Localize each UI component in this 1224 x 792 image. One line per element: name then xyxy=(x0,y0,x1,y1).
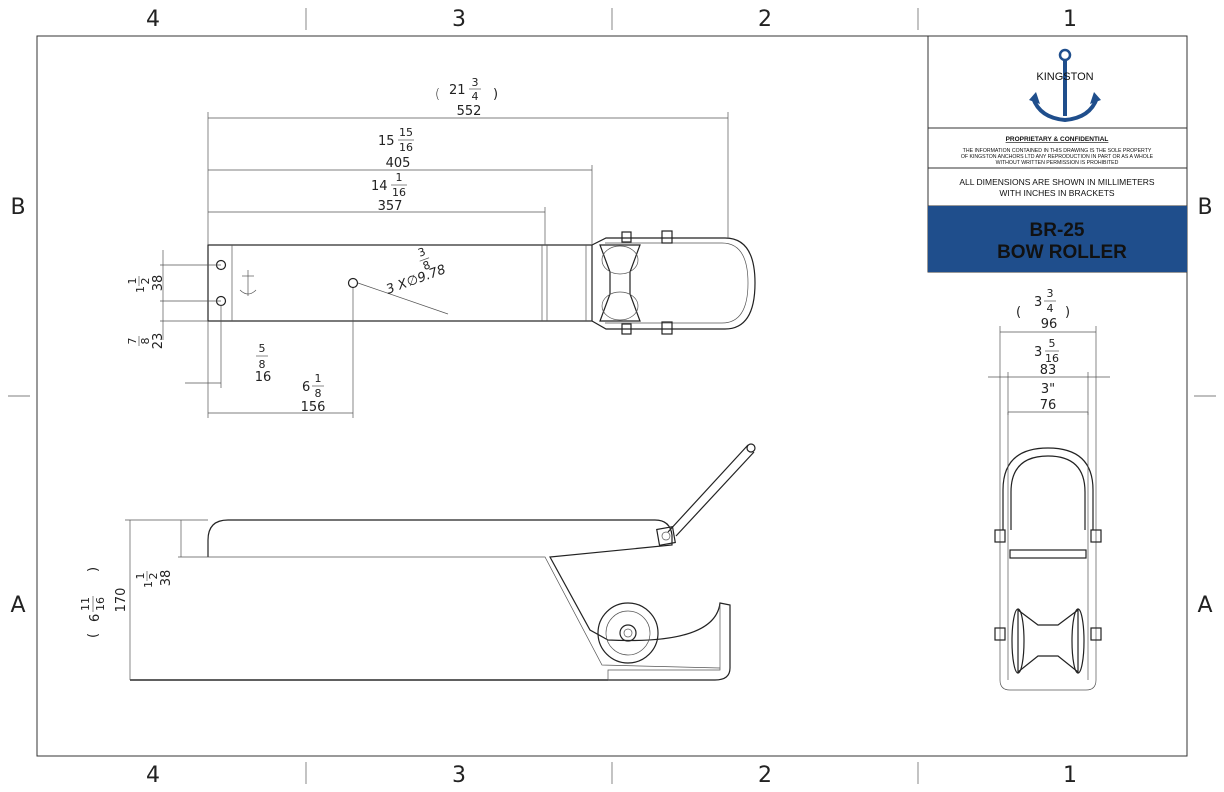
zone-col-4-bottom: 4 xyxy=(146,763,160,788)
dim-357: 14 1 16 357 xyxy=(371,171,407,214)
dim-text: 3 X xyxy=(384,276,410,298)
dim-text: 16 xyxy=(94,597,107,611)
dim-text: 11 xyxy=(79,597,92,611)
dim-text: 1 xyxy=(396,171,403,184)
dim-text: 6 xyxy=(88,614,103,622)
dim-text: 96 xyxy=(1041,317,1058,332)
dim-text: 552 xyxy=(457,104,482,119)
title-block: KINGSTON PROPRIETARY & CONFIDENTIAL THE … xyxy=(927,35,1188,273)
zone-col-2-bottom: 2 xyxy=(758,763,772,788)
units-line-2: WITH INCHES IN BRACKETS xyxy=(999,188,1115,198)
anchor-logo-icon xyxy=(1029,48,1101,123)
zone-col-3-top: 3 xyxy=(452,7,466,32)
zone-row-b-right: B xyxy=(1197,195,1212,220)
dim-hole-156: 6 1 8 156 xyxy=(301,372,326,415)
part-number: BR-25 xyxy=(1030,220,1085,241)
anchor-stamp-icon xyxy=(239,270,257,296)
dim-text: 4 xyxy=(1047,302,1054,315)
dim-text: 14 xyxy=(371,179,388,194)
dim-overall-length: ( ) 21 3 4 552 xyxy=(435,76,498,119)
dim-text: 357 xyxy=(378,199,403,214)
dim-height-170: ( ) 6 11 16 170 xyxy=(79,567,129,638)
dim-text: 3 xyxy=(416,245,427,260)
dim-text: 3 xyxy=(472,76,479,89)
dim-text: 170 xyxy=(114,588,129,613)
proprietary-heading: PROPRIETARY & CONFIDENTIAL xyxy=(1006,136,1109,143)
title-banner xyxy=(928,206,1187,272)
zone-col-1-top: 1 xyxy=(1063,7,1077,32)
dim-text: 8 xyxy=(315,387,322,400)
dim-hole-spacing: 1 1 2 38 xyxy=(126,275,166,293)
dim-text: 7 xyxy=(126,338,139,345)
part-name: BOW ROLLER xyxy=(997,242,1127,263)
dim-text: 3 xyxy=(1047,287,1054,300)
dim-text: 23 xyxy=(151,333,166,350)
dim-text: 156 xyxy=(301,400,326,415)
logo-text: KINGSTON xyxy=(1036,71,1093,83)
dim-text: 8 xyxy=(139,338,152,345)
zone-col-4-top: 4 xyxy=(146,7,160,32)
dim-text: 2 xyxy=(147,573,160,580)
dim-text: 1 xyxy=(126,278,139,285)
end-view xyxy=(988,326,1110,691)
svg-text:): ) xyxy=(493,87,498,102)
top-view xyxy=(160,112,756,418)
svg-text:(: ( xyxy=(435,87,440,102)
dim-text: 6 xyxy=(302,380,310,395)
dim-text: 2 xyxy=(139,278,152,285)
zone-row-a-left: A xyxy=(10,593,25,618)
dim-text: 38 xyxy=(159,570,174,587)
dim-text: 21 xyxy=(449,83,466,98)
zone-col-2-top: 2 xyxy=(758,7,772,32)
sheet-border xyxy=(36,35,1188,757)
dim-text: 405 xyxy=(386,156,411,171)
hole-callout: 3 X ∅9.78 3 8 xyxy=(384,245,448,298)
dim-width-96: ( ) 3 3 4 96 xyxy=(1016,287,1070,332)
units-line-1: ALL DIMENSIONS ARE SHOWN IN MILLIMETERS xyxy=(959,177,1155,187)
zone-row-b-left: B xyxy=(10,195,25,220)
zone-col-1-bottom: 1 xyxy=(1063,763,1077,788)
proprietary-line-2: OF KINGSTON ANCHORS LTD ANY REPRODUCTION… xyxy=(961,154,1154,160)
svg-text:): ) xyxy=(86,567,101,572)
dim-405: 15 15 16 405 xyxy=(378,126,414,171)
dim-text: 15 xyxy=(378,134,395,149)
dim-text: 83 xyxy=(1040,363,1057,378)
dim-text: 3 xyxy=(1034,345,1042,360)
zone-ticks xyxy=(8,8,1216,784)
proprietary-line-3: WITHOUT WRITTEN PERMISSION IS PROHIBITED xyxy=(996,160,1119,166)
side-view xyxy=(125,443,756,681)
dim-edge-23: 7 8 23 xyxy=(126,333,166,350)
dim-hole-x-16: 5 8 16 xyxy=(255,342,272,385)
dim-text: 8 xyxy=(259,358,266,371)
dim-text: 8 xyxy=(421,258,432,273)
dim-text: 15 xyxy=(399,126,413,139)
svg-text:(: ( xyxy=(86,633,101,638)
dim-top-38: 1 1 2 38 xyxy=(134,570,174,588)
dim-text: 16 xyxy=(1045,352,1059,365)
dim-text: 1 xyxy=(134,286,147,293)
dim-text: 5 xyxy=(259,342,266,355)
zone-col-3-bottom: 3 xyxy=(452,763,466,788)
zone-row-a-right: A xyxy=(1197,593,1212,618)
dim-text: 1 xyxy=(315,372,322,385)
dim-text: 76 xyxy=(1040,398,1057,413)
dim-text: 1 xyxy=(134,573,147,580)
dim-width-76: 3" 76 xyxy=(1040,382,1057,413)
dim-text: 5 xyxy=(1049,337,1056,350)
proprietary-line-1: THE INFORMATION CONTAINED IN THIS DRAWIN… xyxy=(963,148,1152,154)
dim-text: 16 xyxy=(392,186,406,199)
dim-text: 38 xyxy=(151,275,166,292)
dim-width-83: 3 5 16 83 xyxy=(1034,337,1059,378)
svg-text:): ) xyxy=(1065,305,1070,320)
dim-text: 3" xyxy=(1041,382,1055,397)
dim-text: 16 xyxy=(399,141,413,154)
dim-text: 16 xyxy=(255,370,272,385)
dim-text: 3 xyxy=(1034,295,1042,310)
dim-text: 4 xyxy=(472,90,479,103)
dim-text: 1 xyxy=(142,581,155,588)
svg-text:(: ( xyxy=(1016,305,1021,320)
